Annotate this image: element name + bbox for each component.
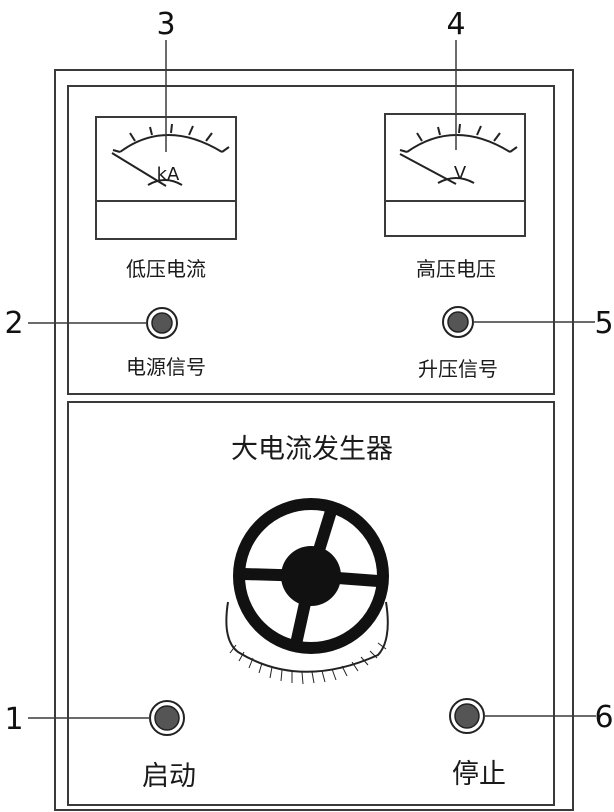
power-signal-label: 电源信号 bbox=[126, 355, 206, 379]
handwheel-dial bbox=[225, 498, 389, 685]
ammeter-unit: kA bbox=[157, 164, 180, 185]
voltmeter: V bbox=[384, 113, 526, 237]
power-signal-lamp bbox=[146, 307, 178, 339]
instrument-panel bbox=[67, 85, 555, 395]
callout-4: 4 bbox=[446, 7, 465, 42]
callout-5: 5 bbox=[594, 306, 613, 341]
cabinet-outline bbox=[54, 69, 574, 811]
callout-2: 2 bbox=[4, 306, 23, 341]
handwheel-hub bbox=[281, 546, 341, 606]
voltmeter-body bbox=[384, 113, 526, 237]
dial-graduations bbox=[229, 642, 387, 685]
ammeter-label: 低压电流 bbox=[126, 257, 206, 281]
ammeter-ticks bbox=[112, 123, 230, 153]
voltmeter-scale-arc bbox=[406, 134, 511, 153]
stop-button[interactable] bbox=[449, 698, 485, 734]
boost-signal-lamp bbox=[442, 306, 474, 338]
voltmeter-ticks bbox=[399, 123, 518, 153]
callout-3: 3 bbox=[156, 7, 175, 42]
callout-leaders bbox=[28, 40, 596, 719]
callout-1: 1 bbox=[4, 702, 23, 737]
ammeter-scale-arc bbox=[119, 134, 223, 153]
voltmeter-unit: V bbox=[454, 163, 467, 184]
generator-title: 大电流发生器 bbox=[231, 434, 393, 465]
start-button-label: 启动 bbox=[142, 761, 196, 792]
voltmeter-needle bbox=[399, 153, 457, 185]
ammeter-needle bbox=[111, 152, 167, 187]
control-panel bbox=[67, 401, 555, 806]
voltmeter-label: 高压电压 bbox=[416, 257, 496, 281]
voltmeter-inner-arc bbox=[437, 177, 475, 184]
callout-6: 6 bbox=[594, 700, 613, 735]
start-button[interactable] bbox=[149, 700, 185, 736]
boost-signal-label: 升压信号 bbox=[418, 357, 498, 381]
ammeter-inner-arc bbox=[147, 179, 183, 186]
stop-button-label: 停止 bbox=[452, 759, 506, 790]
